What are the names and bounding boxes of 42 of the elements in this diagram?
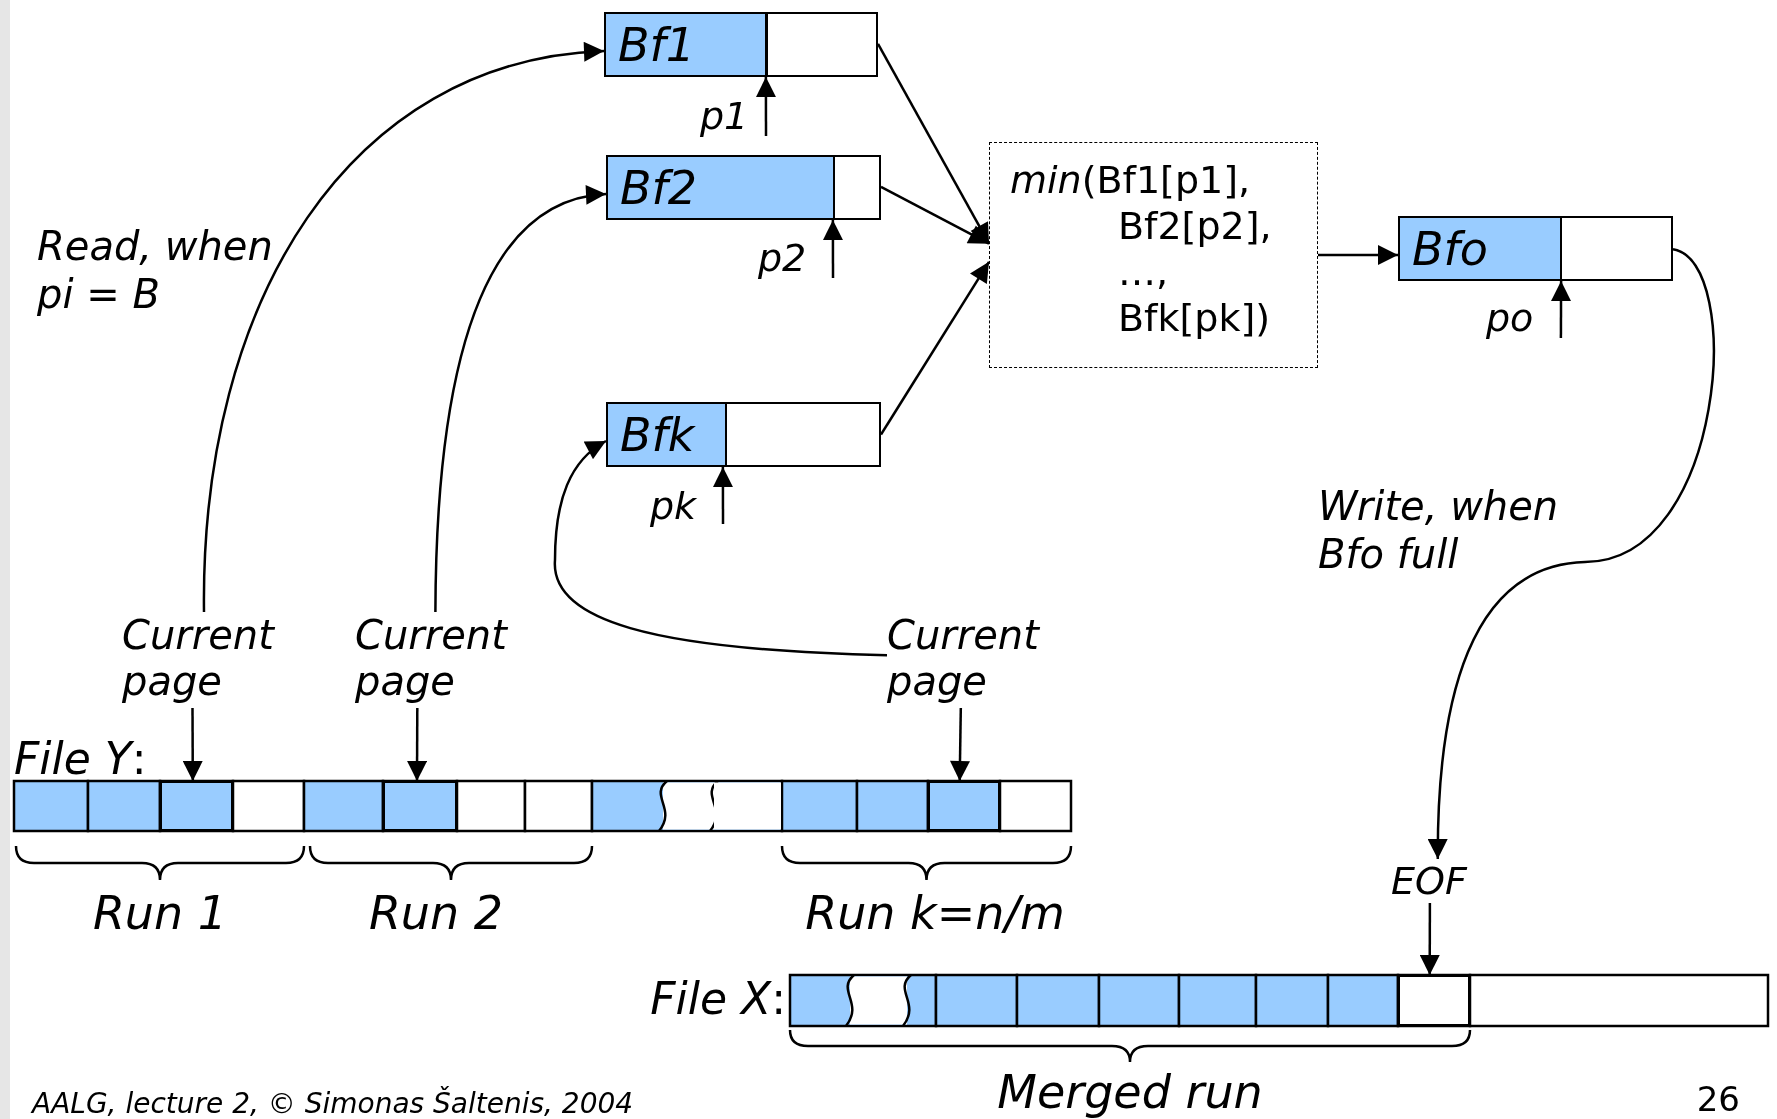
pointer-label: p1: [700, 96, 770, 136]
current-page-label: Current page: [887, 612, 1051, 708]
buffer-box: Bf1: [604, 12, 878, 77]
buffer-box: Bf2: [606, 155, 881, 220]
arrow: [1551, 281, 1572, 338]
arrow: [182, 708, 203, 781]
arrow: [950, 708, 970, 781]
run-label: Run 2: [367, 886, 505, 940]
current-page-label: Current page: [355, 612, 519, 708]
curved-arrow: [553, 439, 888, 657]
run-label: Merged run: [996, 1066, 1264, 1118]
pointer-label: p2: [758, 238, 836, 278]
curved-arrow: [1428, 248, 1715, 859]
page-number: 26: [1695, 1080, 1740, 1118]
arrow: [755, 77, 776, 136]
write-condition-note: Write, when Bfo full: [1318, 482, 1560, 578]
file-page-cell: [160, 781, 233, 831]
arrow: [822, 220, 843, 278]
file-name-label: File Y:: [14, 734, 148, 784]
arrow: [1318, 245, 1398, 265]
buffer-box: Bfo: [1398, 216, 1673, 281]
run-label: Run 1: [91, 886, 229, 940]
curved-arrow: [434, 187, 607, 613]
file-name-label: File X:: [649, 974, 786, 1024]
curved-arrow: [202, 43, 605, 613]
file-page-cell: [383, 781, 457, 831]
arrow: [1419, 903, 1440, 975]
run-label: Run k=n/m: [804, 886, 1066, 940]
read-condition-note: Read, when pi = B: [37, 222, 274, 318]
current-page-label: Current page: [122, 612, 286, 708]
arrow: [876, 43, 991, 245]
file-page-cell: [1398, 975, 1470, 1026]
pointer-label: po: [1486, 298, 1564, 338]
file-page-cell: [928, 781, 1000, 831]
min-function-box: min(Bf1[p1], Bf2[p2], …, Bfk[pk]): [989, 142, 1318, 368]
arrow: [712, 467, 733, 524]
eof-label: EOF: [1385, 859, 1473, 903]
arrow: [407, 708, 428, 781]
arrow: [880, 185, 990, 245]
arrow: [879, 261, 991, 436]
buffer-box: Bfk: [606, 402, 881, 467]
footer-text: AALG, lecture 2, © Simonas Šaltenis, 2004: [32, 1088, 635, 1119]
